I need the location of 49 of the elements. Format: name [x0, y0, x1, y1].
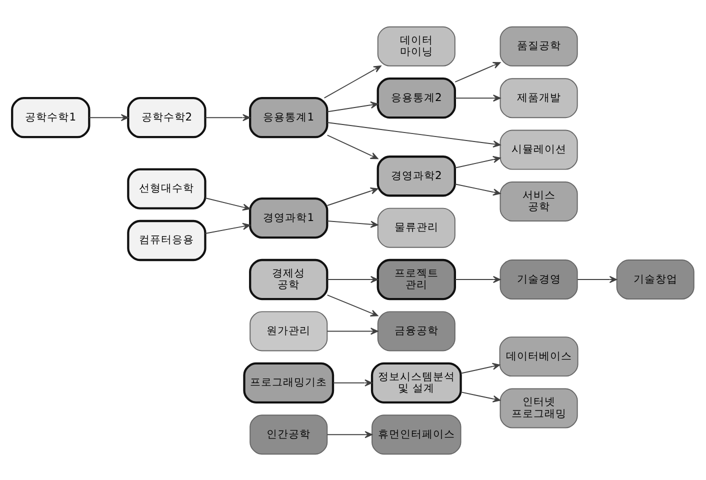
arrow	[88, 114, 129, 121]
node-box: 컴퓨터응용	[127, 219, 206, 261]
node-box: 시뮬레이션	[500, 129, 578, 170]
node-box: 원가관리	[250, 310, 328, 351]
arrow	[454, 183, 501, 196]
arrow	[326, 275, 378, 283]
node-box: 정보시스템분석 및 설계	[370, 362, 462, 403]
node-box: 응용통계1	[249, 96, 328, 138]
node-box: 프로그래밍기초	[243, 362, 334, 403]
arrow	[326, 294, 378, 316]
arrow	[204, 197, 250, 210]
arrow	[332, 378, 372, 386]
arrow	[326, 134, 378, 159]
node-box: 데이터베이스	[499, 336, 578, 376]
node-box: 선형대수학	[127, 168, 206, 209]
node-box: 기술경영	[500, 259, 578, 299]
node-box: 금융공학	[377, 310, 456, 351]
arrow	[454, 94, 501, 102]
node-box: 물류관리	[377, 207, 456, 248]
node-box: 데이터 마이닝	[377, 26, 456, 66]
arrow	[326, 430, 372, 438]
node-box: 인간공학	[250, 414, 328, 454]
node-box: 휴먼인터페이스	[372, 414, 462, 454]
node-box: 경제성 공학	[249, 258, 328, 300]
arrow	[454, 156, 501, 168]
node-box: 프로젝트 관리	[376, 258, 456, 300]
node-box: 품질공학	[500, 26, 578, 66]
node-box: 경영과학1	[249, 196, 328, 238]
node-box: 인터넷 프로그래밍	[500, 388, 578, 428]
arrow	[324, 65, 382, 98]
arrow	[454, 275, 501, 283]
arrow	[454, 61, 501, 82]
arrow	[577, 275, 618, 283]
arrow	[204, 114, 250, 121]
node-box: 공학수학1	[11, 96, 90, 138]
node-box: 경영과학2	[376, 155, 456, 196]
arrow	[460, 362, 500, 374]
node-box: 공학수학2	[127, 96, 206, 138]
arrow	[326, 122, 501, 148]
arrow	[326, 220, 378, 228]
arrow	[204, 222, 250, 234]
arrow	[460, 391, 500, 402]
node-box: 서비스 공학	[500, 181, 578, 221]
arrow	[326, 327, 378, 334]
arrow	[326, 100, 378, 112]
node-box: 응용통계2	[376, 77, 456, 118]
node-box: 기술창업	[616, 259, 694, 299]
node-box: 제품개발	[500, 78, 578, 118]
arrow	[326, 186, 378, 206]
